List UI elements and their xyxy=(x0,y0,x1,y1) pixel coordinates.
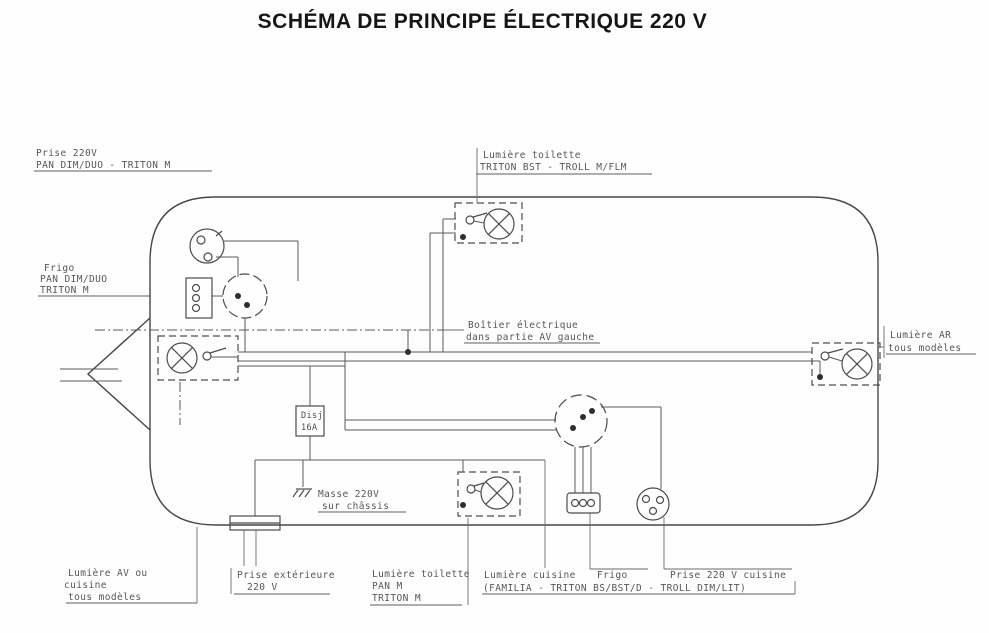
label-boitier-line2: dans partie AV gauche xyxy=(466,332,595,343)
label-lumiere-toilette-bas: Lumière toilette PAN M TRITON M xyxy=(372,569,470,604)
breaker-label-line1: Disj xyxy=(301,411,323,421)
breaker-label-line2: 16A xyxy=(301,423,318,433)
label-prise-cuisine-line1: Prise 220 V cuisine xyxy=(670,570,786,581)
fridge-terminal-icon xyxy=(185,273,268,319)
wiring xyxy=(95,218,823,516)
lamp-toilette-haut-icon xyxy=(454,202,523,244)
label-lumiere-cuisine-line2: (FAMILIA - TRITON BS/BST/D - TROLL DIM/L… xyxy=(483,583,746,594)
label-frigo-av-line2: PAN DIM/DUO xyxy=(40,274,107,285)
socket-exterieur-icon xyxy=(229,515,281,566)
leader-lines xyxy=(34,148,976,606)
label-lumiere-cuisine-line1: Lumière cuisine xyxy=(484,570,576,581)
page-title: SCHÉMA DE PRINCIPE ÉLECTRIQUE 220 V xyxy=(257,10,708,33)
label-prise-exterieure-line1: Prise extérieure xyxy=(237,570,335,581)
ground-icon xyxy=(292,488,312,498)
label-frigo-av-line1: Frigo xyxy=(44,263,75,274)
label-prise-av: Prise 220V PAN DIM/DUO - TRITON M xyxy=(36,148,171,171)
label-frigo-av-line3: TRITON M xyxy=(40,285,89,296)
label-lumiere-toilette-haut-line1: Lumière toilette xyxy=(483,150,581,161)
label-masse-line1: Masse 220V xyxy=(318,489,379,500)
labels: Prise 220V PAN DIM/DUO - TRITON M Frigo … xyxy=(36,148,961,604)
label-prise-av-line2: PAN DIM/DUO - TRITON M xyxy=(36,160,171,171)
label-lumiere-toilette-haut-line2: TRITON BST - TROLL M/FLM xyxy=(480,162,627,173)
label-lumiere-av-line2: cuisine xyxy=(64,580,107,591)
label-lumiere-av-line1: Lumière AV ou xyxy=(68,568,148,579)
label-lumiere-ar: Lumière AR tous modèles xyxy=(888,330,961,354)
lamp-toilette-bas-icon xyxy=(457,471,521,517)
label-lumiere-toilette-bas-line2: PAN M xyxy=(372,581,403,592)
hitch-drawbar xyxy=(60,317,151,431)
label-prise-cuisine: Prise 220 V cuisine xyxy=(670,570,786,581)
label-prise-exterieure-line2: 220 V xyxy=(247,582,278,593)
lamp-ar-icon xyxy=(811,342,881,386)
label-prise-av-line1: Prise 220V xyxy=(36,148,97,159)
label-lumiere-av: Lumière AV ou cuisine tous modèles xyxy=(64,568,148,603)
lamp-av-icon xyxy=(157,335,239,381)
label-frigo-cuisine-line1: Frigo xyxy=(597,570,628,581)
label-masse-line2: sur châssis xyxy=(322,501,389,512)
label-frigo-cuisine: Frigo xyxy=(597,570,628,581)
label-masse: Masse 220V sur châssis xyxy=(318,489,389,512)
label-lumiere-toilette-haut: Lumière toilette TRITON BST - TROLL M/FL… xyxy=(480,150,627,173)
label-prise-exterieure: Prise extérieure 220 V xyxy=(237,570,335,593)
breaker-16a-icon: Disj 16A xyxy=(295,405,325,437)
socket-cuisine-icon xyxy=(636,487,670,521)
label-lumiere-ar-line2: tous modèles xyxy=(888,343,961,354)
label-boitier: Boîtier électrique dans partie AV gauche xyxy=(466,320,595,343)
label-frigo-av: Frigo PAN DIM/DUO TRITON M xyxy=(40,263,107,296)
fridge-kitchen-terminal-icon xyxy=(566,492,601,514)
label-lumiere-ar-line1: Lumière AR xyxy=(890,330,951,341)
label-lumiere-toilette-bas-line3: TRITON M xyxy=(372,593,421,604)
socket-av-icon xyxy=(189,228,225,264)
label-lumiere-av-line3: tous modèles xyxy=(68,592,141,603)
label-boitier-line1: Boîtier électrique xyxy=(468,320,578,331)
label-lumiere-toilette-bas-line1: Lumière toilette xyxy=(372,569,470,580)
kitchen-junction-icon xyxy=(554,394,608,448)
caravan-outline xyxy=(149,196,879,526)
label-lumiere-cuisine: Lumière cuisine (FAMILIA - TRITON BS/BST… xyxy=(483,570,746,594)
